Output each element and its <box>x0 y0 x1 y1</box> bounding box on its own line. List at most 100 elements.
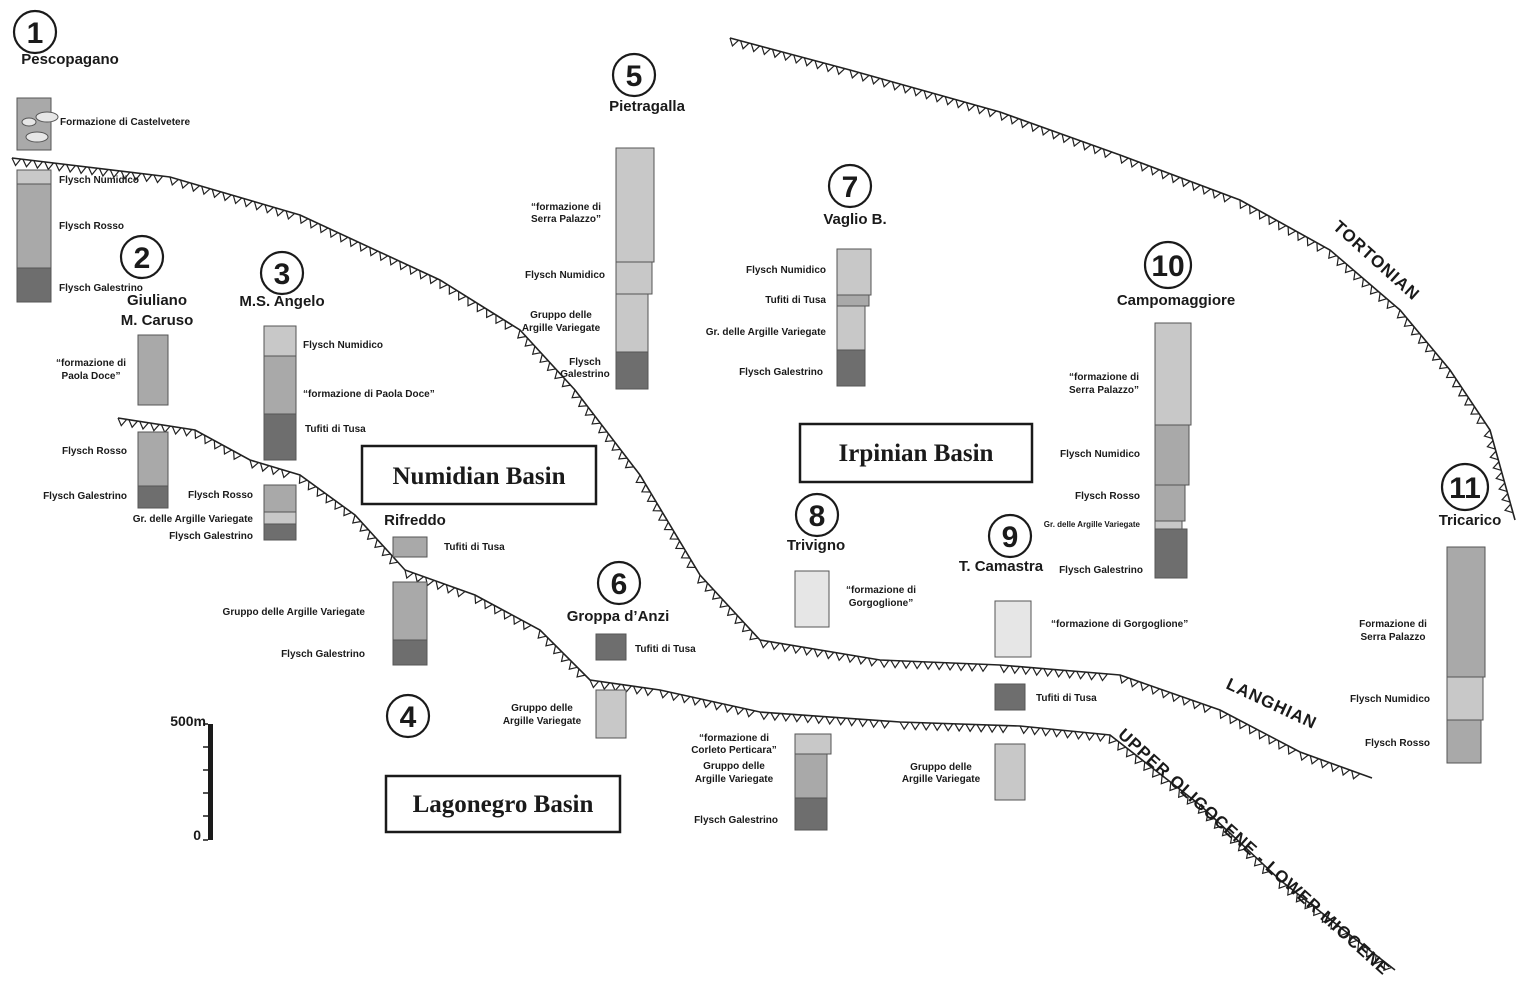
section-number: 11 <box>1449 472 1481 505</box>
unconformity-tooth <box>659 689 670 699</box>
label-tusa: Tufiti di Tusa <box>305 424 366 435</box>
unconformity-tooth <box>1253 857 1263 867</box>
unconformity-tooth <box>1191 181 1201 192</box>
layer-numidico <box>615 261 653 295</box>
label-argille-2: Argille Variegate <box>902 774 981 785</box>
unconformity-tooth <box>1150 166 1160 176</box>
unconformity-tooth <box>759 639 770 649</box>
unconformity-tooth <box>604 433 614 443</box>
unconformity-tooth <box>153 174 164 184</box>
section-6-column <box>595 633 832 831</box>
layer-argille <box>595 689 627 739</box>
unconformity-tooth <box>1171 693 1181 703</box>
unconformity-tooth <box>1287 745 1297 756</box>
label-rosso: Flysch Rosso <box>188 490 253 501</box>
unconformity-tooth <box>142 173 153 183</box>
unconformity-tooth <box>624 459 634 469</box>
section-number: 5 <box>626 60 643 93</box>
label-numidico: Flysch Numidico <box>1060 449 1140 460</box>
unconformity-tooth <box>680 694 691 704</box>
unconformity-tooth <box>233 451 242 461</box>
unconformity-tooth <box>120 170 131 180</box>
unconformity-tooth <box>1019 725 1030 735</box>
label-rosso: Flysch Rosso <box>1365 738 1430 749</box>
unconformity-tooth <box>298 474 308 485</box>
unconformity-tooth <box>836 717 847 726</box>
unconformity-tooth <box>1338 927 1348 937</box>
scale-bar-rule <box>208 724 213 840</box>
layer-numidico <box>1154 424 1190 486</box>
unconformity-tooth <box>792 714 803 723</box>
unconformity-tooth <box>867 657 878 667</box>
unconformity-tooth <box>879 659 890 669</box>
label-galestrino-2: Galestrino <box>560 369 609 380</box>
section-number: 7 <box>842 171 859 204</box>
unconformity-tooth <box>381 547 391 557</box>
unconformity-tooth <box>568 660 578 670</box>
layer-serra-palazzo <box>615 147 655 263</box>
unconformity-tooth <box>513 615 522 626</box>
unconformity-tooth <box>1261 865 1271 875</box>
unconformity-tooth <box>1424 343 1434 353</box>
unconformity-tooth <box>1119 674 1129 685</box>
unconformity-tooth <box>749 631 759 641</box>
unconformity-tooth <box>1486 440 1496 450</box>
section-10-column <box>1154 322 1192 579</box>
unconformity-tooth <box>1383 961 1392 972</box>
section-number: 9 <box>1002 521 1019 554</box>
unconformity-tooth <box>1030 726 1041 736</box>
layer-paola-doce <box>263 355 297 415</box>
unconformity-tooth <box>495 314 504 325</box>
layer-paola-doce <box>137 334 169 406</box>
section-3-labels: Flysch Numidico “formazione di Paola Doc… <box>133 340 435 542</box>
unconformity-tooth <box>571 389 581 399</box>
label-corleto-2: Corleto Perticara” <box>691 745 777 756</box>
unconformity-tooth <box>343 507 352 517</box>
unconformity-tooth <box>741 623 751 633</box>
label-argille: Gr. delle Argille Variegate <box>1044 520 1141 529</box>
unconformity-tooth <box>597 424 608 434</box>
unconformity-tooth <box>791 645 802 655</box>
layer-galestrino <box>615 351 649 390</box>
unconformity-tooth <box>1483 429 1493 440</box>
unconformity-tooth <box>723 703 734 714</box>
boundary-lines <box>11 37 1516 972</box>
unconformity-tooth <box>1074 731 1084 740</box>
boundary-line-path <box>729 37 1516 521</box>
label-galestrino: Flysch Galestrino <box>169 531 253 542</box>
unconformity-tooth <box>1229 715 1238 725</box>
layer-rosso <box>1154 484 1186 522</box>
unconformity-tooth <box>182 427 193 437</box>
basin-box-irpinian: Irpinian Basin <box>798 422 1034 484</box>
unconformity-tooth <box>646 493 656 503</box>
unconformity-tooth <box>793 54 803 64</box>
unconformity-tooth <box>999 111 1009 122</box>
layer-argille <box>836 305 866 351</box>
unconformity-tooth <box>1369 285 1379 295</box>
section-number: 4 <box>400 701 417 734</box>
unconformity-tooth <box>923 90 934 100</box>
unconformity-tooth <box>249 459 259 470</box>
scale-top-label: 500m <box>170 713 206 729</box>
scale-bar: 500m 0 <box>170 713 213 843</box>
unconformity-tooth <box>1140 162 1150 172</box>
section-name-line2: M. Caruso <box>121 312 194 329</box>
unconformity-tooth <box>1092 145 1102 155</box>
unconformity-tooth <box>1431 352 1441 361</box>
label-upper-oligocene-lower-miocene: UPPER OLIGOCENE - LOWER MIOCENE <box>1114 725 1393 979</box>
unconformity-tooth <box>890 660 901 669</box>
scale-bottom-label: 0 <box>193 827 201 843</box>
layer-numidico <box>836 248 872 296</box>
label-numidico: Flysch Numidico <box>1350 694 1430 705</box>
unconformity-tooth <box>847 717 858 727</box>
unconformity-tooth <box>334 500 343 511</box>
unconformity-tooth <box>419 270 429 280</box>
unconformity-tooth <box>1186 795 1196 805</box>
label-galestrino: Flysch <box>569 357 601 368</box>
unconformity-tooth <box>486 309 495 319</box>
label-rosso: Flysch Rosso <box>1075 491 1140 502</box>
unconformity-tooth <box>1237 842 1247 852</box>
layer-gorgoglione <box>794 570 830 628</box>
layer-galestrino <box>137 485 169 509</box>
unconformity-tooth <box>1306 237 1316 247</box>
